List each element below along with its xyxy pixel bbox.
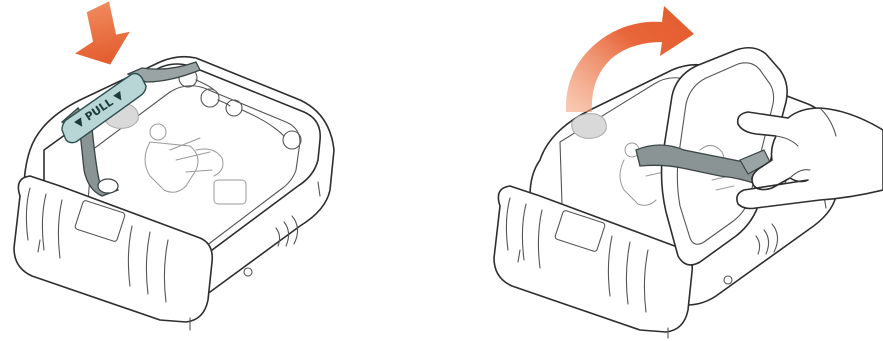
device-closed-illustration (14, 57, 334, 330)
down-arrow-icon (66, 0, 136, 71)
device-opening-illustration (494, 48, 883, 338)
